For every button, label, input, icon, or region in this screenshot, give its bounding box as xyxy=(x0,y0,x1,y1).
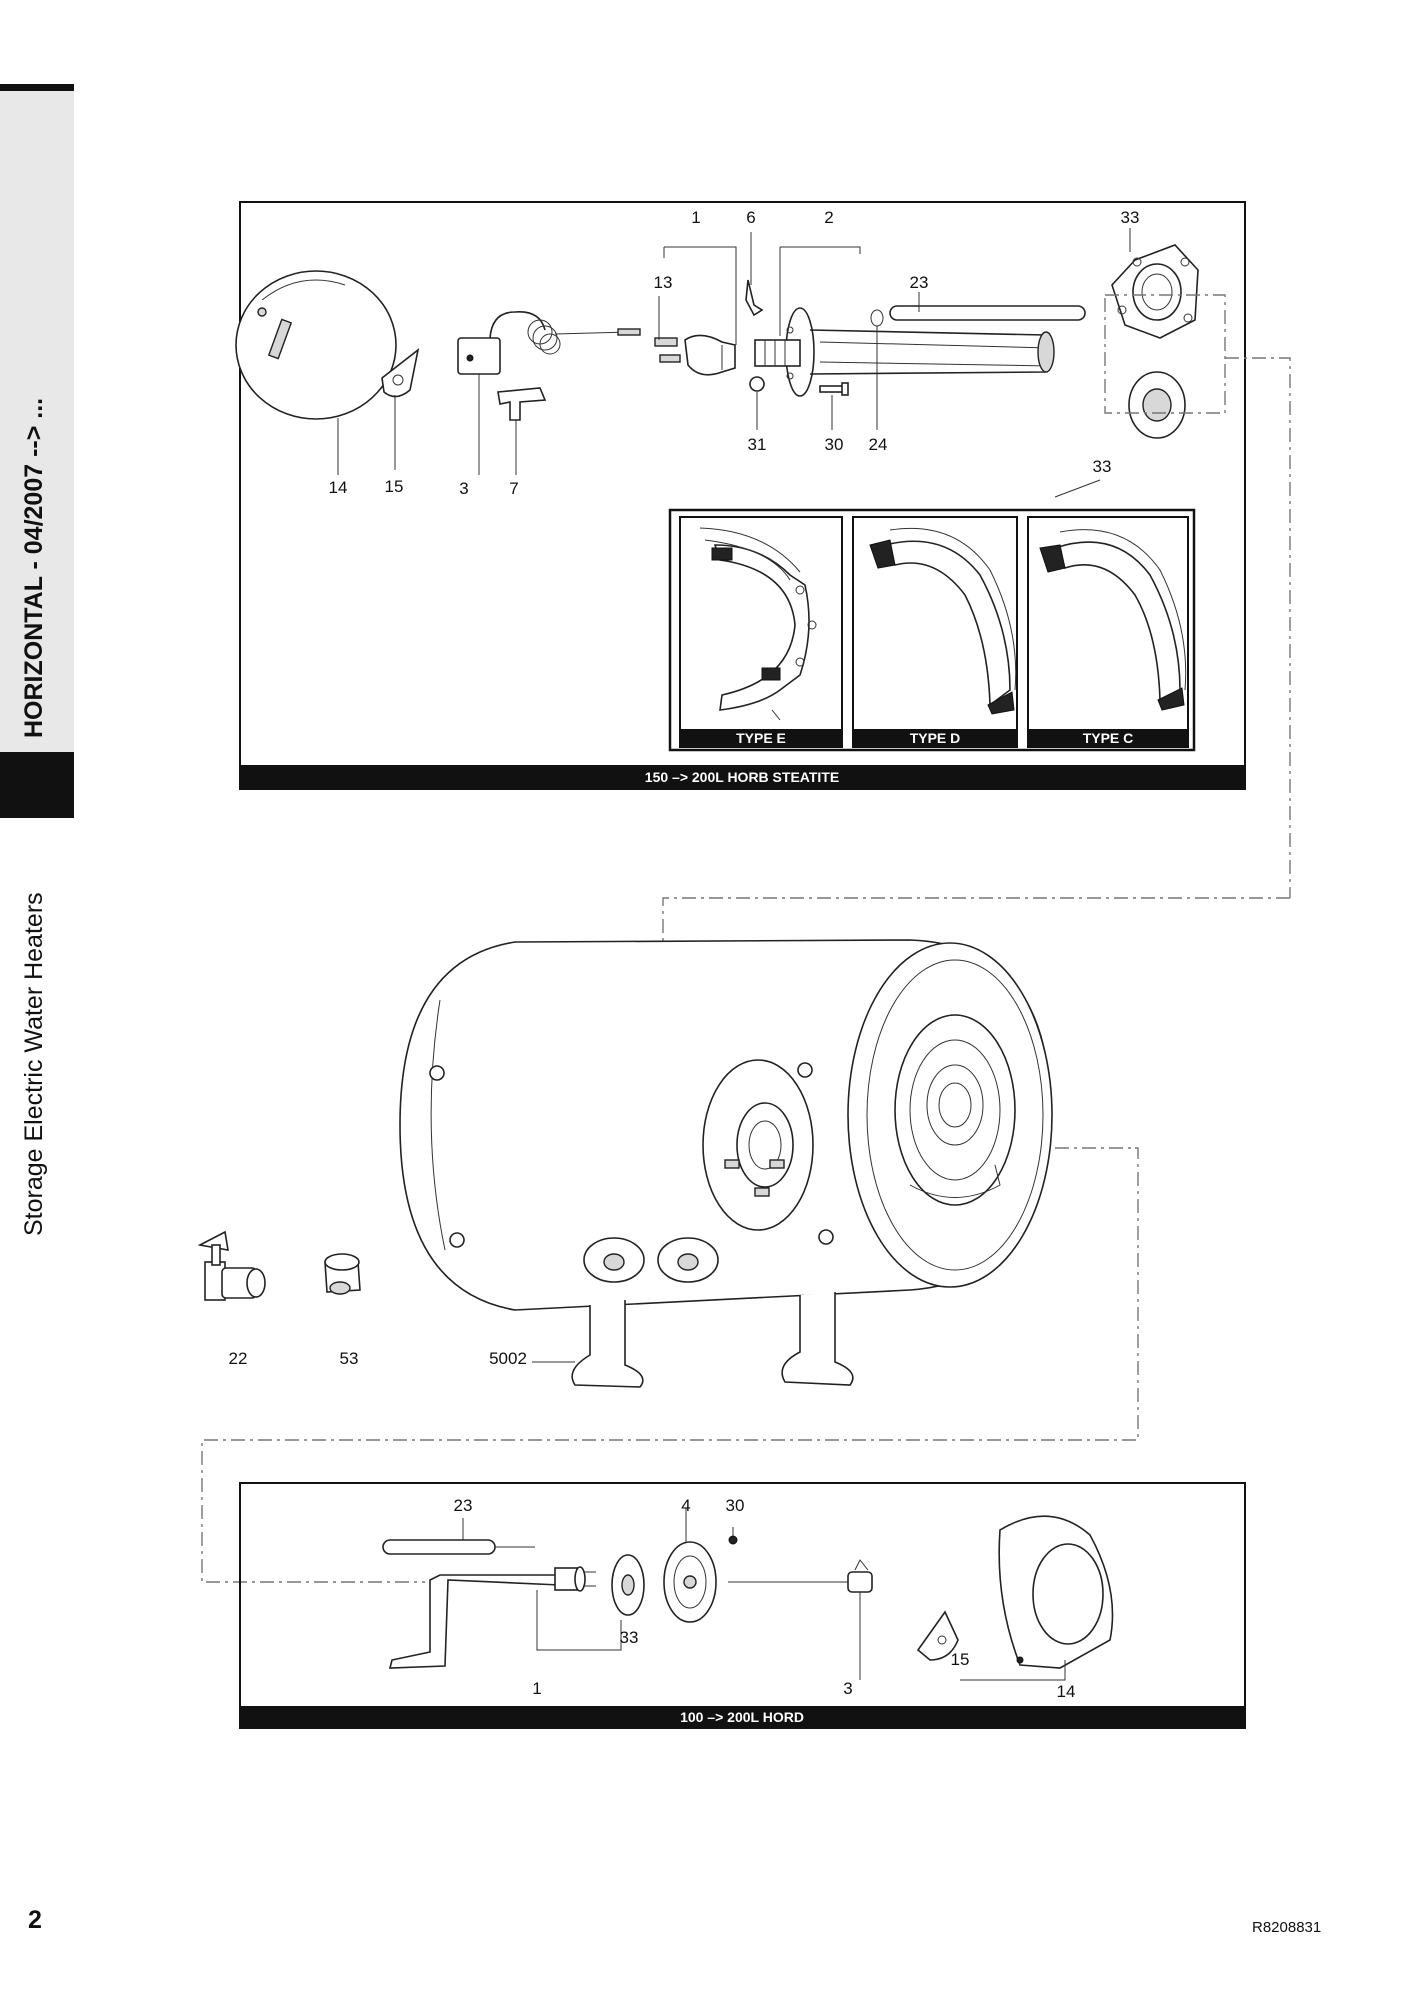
side-tab xyxy=(0,84,74,771)
bottom-label-1: 1 xyxy=(532,1679,541,1698)
part-clip-15 xyxy=(381,348,420,470)
label-14: 14 xyxy=(329,478,348,497)
bottom-part-thermostat-3 xyxy=(728,1559,873,1680)
part-flange-gasket-33 xyxy=(1111,244,1199,339)
label-7: 7 xyxy=(509,479,518,498)
bottom-label-23: 23 xyxy=(454,1496,473,1515)
label-15: 15 xyxy=(385,477,404,496)
label-31: 31 xyxy=(748,435,767,454)
middle-labels: 22 53 5002 xyxy=(229,1349,527,1368)
top-panel-caption-bar xyxy=(240,765,1245,788)
top-leaders xyxy=(658,228,1131,498)
side-tab-marker xyxy=(0,752,74,818)
part-plug-53 xyxy=(324,1253,361,1295)
part-element-2 xyxy=(754,307,1055,397)
page-number: 2 xyxy=(28,1906,42,1934)
label-53: 53 xyxy=(340,1349,359,1368)
label-24: 24 xyxy=(869,435,888,454)
part-oring-24 xyxy=(870,309,884,430)
label-2: 2 xyxy=(824,208,833,227)
gasket-type-d xyxy=(869,527,1017,715)
document-reference: R8208831 xyxy=(1252,1919,1322,1936)
top-labels: 1 6 2 33 13 23 14 15 3 7 31 30 24 33 xyxy=(329,208,1140,498)
bottom-label-3: 3 xyxy=(843,1679,852,1698)
label-23: 23 xyxy=(910,273,929,292)
label-13: 13 xyxy=(654,273,673,292)
bottom-label-15: 15 xyxy=(951,1650,970,1669)
top-panel: 150 –> 200L HORB STEATITE xyxy=(235,201,1291,1149)
label-30: 30 xyxy=(825,435,844,454)
type-c-label: TYPE C xyxy=(1083,730,1134,746)
part-nut-31 xyxy=(749,376,765,430)
gasket-group-box xyxy=(1104,294,1226,414)
part-cover-14 xyxy=(235,270,397,475)
bottom-label-4: 4 xyxy=(681,1496,690,1515)
part-terminals-13 xyxy=(654,334,736,376)
top-panel-caption: 150 –> 200L HORB STEATITE xyxy=(645,769,839,785)
bottom-label-33: 33 xyxy=(620,1628,639,1647)
tank-assembly xyxy=(399,939,1053,1388)
label-33-lower: 33 xyxy=(1093,457,1112,476)
label-22: 22 xyxy=(229,1349,248,1368)
tank-leg-right xyxy=(781,1292,854,1386)
bottom-label-14: 14 xyxy=(1057,1682,1076,1701)
bottom-panel-caption: 100 –> 200L HORD xyxy=(680,1709,804,1725)
bottom-part-screw-30 xyxy=(728,1527,738,1545)
label-6: 6 xyxy=(746,208,755,227)
type-inset: TYPE E TYPE D TYPE C xyxy=(668,508,1196,752)
top-panel-frame xyxy=(239,201,1246,790)
bottom-part-flange-4 xyxy=(663,1508,717,1623)
type-d-label: TYPE D xyxy=(910,730,961,746)
bottom-part-gasket-33 xyxy=(611,1554,645,1616)
label-3: 3 xyxy=(459,479,468,498)
part-valve-22 xyxy=(197,1230,266,1301)
part-thermostat-3 xyxy=(457,311,641,475)
label-33-top: 33 xyxy=(1121,208,1140,227)
bottom-part-cover-14 xyxy=(960,1515,1114,1681)
tank-leg-left xyxy=(571,1300,644,1388)
dashed-leader-top xyxy=(1225,357,1291,898)
bottom-panel-caption-bar xyxy=(240,1706,1245,1728)
part-bracket-7 xyxy=(497,387,547,475)
type-e-label: TYPE E xyxy=(736,730,786,746)
bottom-part-clip-15 xyxy=(916,1610,959,1661)
label-5002: 5002 xyxy=(489,1349,527,1368)
label-1: 1 xyxy=(691,208,700,227)
bottom-part-anode-23 xyxy=(382,1518,535,1555)
part-seal-33 xyxy=(1128,371,1186,439)
bottom-label-30: 30 xyxy=(726,1496,745,1515)
part-anode-23 xyxy=(889,305,1086,321)
bottom-part-element-1 xyxy=(388,1566,622,1669)
part-clip-6 xyxy=(745,279,764,317)
part-screw-30 xyxy=(819,382,849,430)
gasket-type-e xyxy=(699,527,817,721)
bottom-labels: 23 4 30 33 15 1 3 14 xyxy=(454,1496,1076,1701)
gasket-type-c xyxy=(1039,529,1187,711)
bottom-panel: 100 –> 200L HORD xyxy=(239,1482,1246,1729)
